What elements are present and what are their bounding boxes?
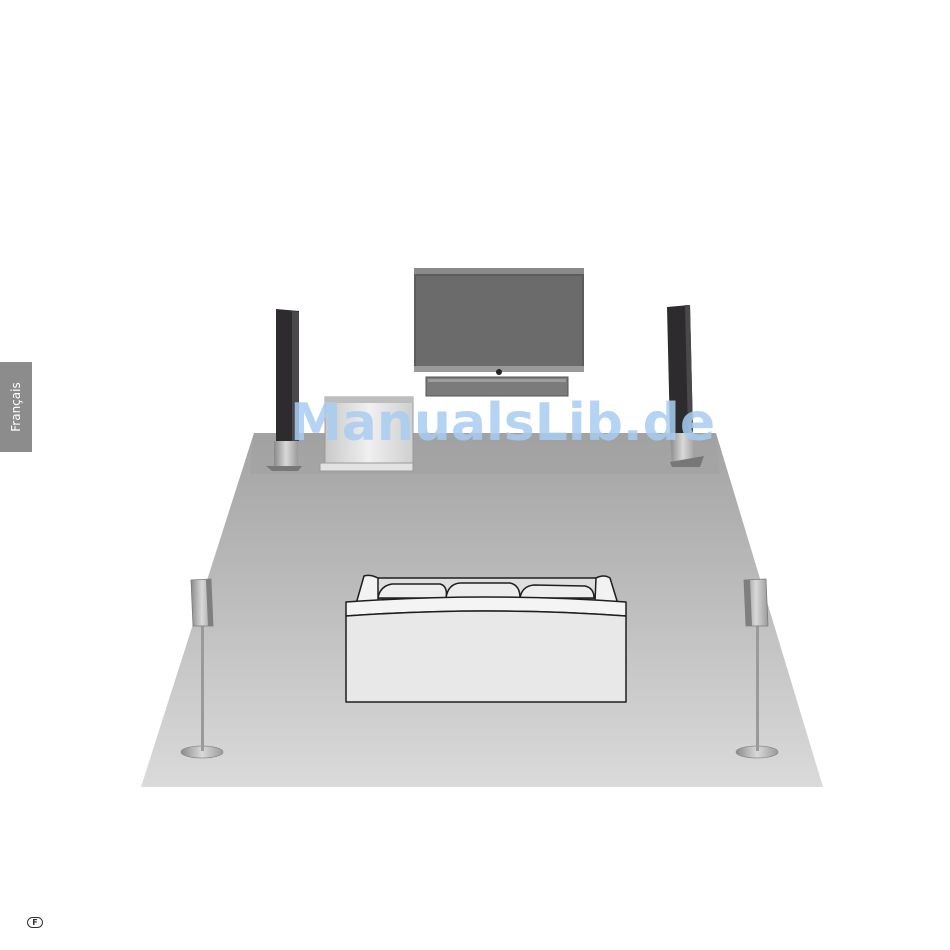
watermark: ManualsLib.de bbox=[290, 388, 662, 458]
tv-screen bbox=[416, 276, 582, 366]
rear-left-speaker-pole bbox=[201, 625, 204, 751]
sofa-cushion-right bbox=[520, 585, 594, 598]
tv-top-bezel bbox=[414, 268, 584, 274]
sofa-body bbox=[346, 611, 626, 702]
page-marker: F bbox=[27, 917, 43, 928]
sofa-cushion-left bbox=[378, 584, 446, 598]
sofa-cushion-middle bbox=[446, 583, 520, 598]
rear-right-speaker-pole bbox=[756, 625, 759, 751]
subwoofer-base bbox=[320, 463, 413, 471]
tv-logo-dot bbox=[496, 369, 502, 375]
sofa bbox=[346, 575, 626, 702]
tv-set bbox=[414, 268, 584, 396]
center-speaker-highlight bbox=[428, 379, 566, 382]
front-left-speaker-foot bbox=[266, 466, 302, 471]
